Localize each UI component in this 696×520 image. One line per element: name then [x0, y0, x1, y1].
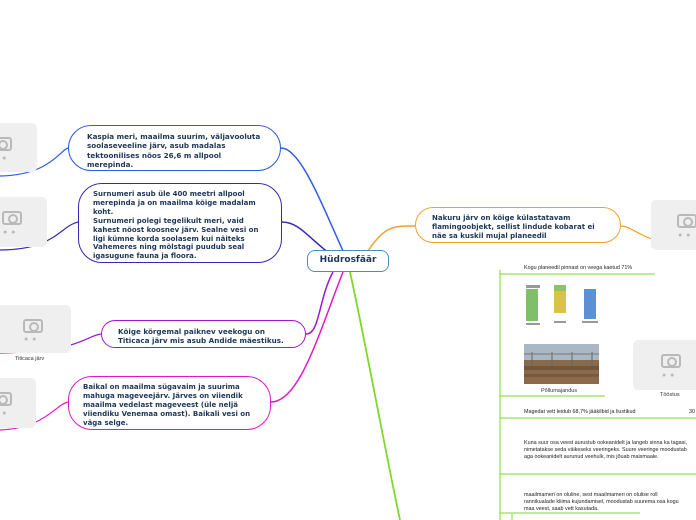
text-world-ocean: maailmameri on oluline, sest maailmameri…: [524, 492, 688, 513]
image-placeholder-toostus: ● ●: [633, 340, 696, 390]
camera-icon: [2, 211, 22, 225]
image-placeholder-titicaca: ● ●: [0, 305, 71, 353]
link-green-main: [350, 272, 400, 520]
text-fresh-water-number: 30: [689, 409, 695, 416]
node-baikal[interactable]: Baikal on maailma sügavaim ja suurima ma…: [68, 376, 271, 430]
water-distribution-graphic: [524, 283, 602, 329]
camera-icon: [661, 354, 681, 368]
image-pollumajandus: [524, 344, 599, 384]
link-titicaca: [306, 272, 333, 334]
image-placeholder-nakuru: ● ●: [651, 200, 696, 250]
node-titicaca[interactable]: Kõige kõrgemal paiknev veekogu on Titica…: [101, 320, 306, 348]
text-water-coverage: Kogu planeedil pinnast on veega kaetud 7…: [524, 265, 632, 272]
text-water-cycle: Kuna suur osa veest aurustub ookeanidelt…: [524, 440, 696, 461]
node-kaspia[interactable]: Kaspia meri, maailma suurim, väljavoolut…: [68, 125, 281, 171]
camera-icon: [0, 392, 12, 406]
link-kaspia: [281, 148, 343, 251]
image-placeholder-kaspia: ● ●: [0, 123, 37, 172]
dots-icon: ● ●: [662, 372, 675, 379]
caption-titicaca: Titicaca järv: [15, 356, 44, 362]
image-placeholder-surnumeri: ● ●: [0, 197, 47, 247]
dots-icon: ● ●: [3, 229, 16, 236]
dots-icon: ● ●: [24, 336, 37, 343]
dots-icon: ● ●: [0, 155, 7, 162]
central-topic[interactable]: Hüdrosfäär: [307, 250, 389, 272]
caption-toostus: Tööstus: [660, 392, 680, 398]
image-placeholder-baikal: ● ●: [0, 378, 36, 428]
caption-pollumajandus: Põllumajandus: [541, 388, 577, 394]
dots-icon: ● ●: [678, 232, 691, 239]
node-nakuru[interactable]: Nakuru järv on kõige külastatavam flamin…: [415, 207, 621, 243]
node-surnumeri[interactable]: Surnumeri asub üle 400 meetri allpool me…: [78, 183, 282, 263]
link-nakuru: [368, 226, 415, 251]
camera-icon: [23, 319, 43, 333]
text-fresh-water: Magedat vett leidub 68,7% jääkilbid ja l…: [524, 409, 635, 416]
dots-icon: ● ●: [0, 410, 7, 417]
camera-icon: [0, 137, 12, 151]
camera-icon: [677, 214, 696, 228]
